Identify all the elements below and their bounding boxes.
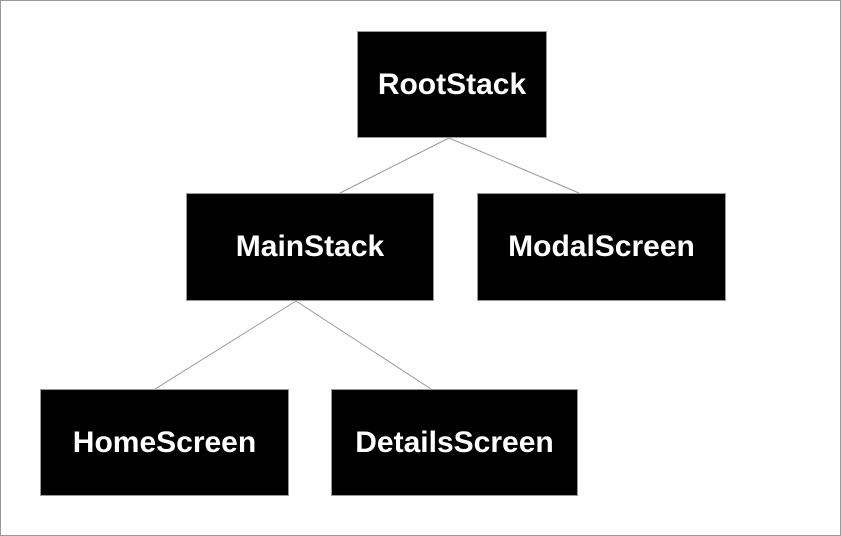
edge-rootstack-mainstack — [339, 137, 450, 194]
edge-mainstack-detailsscreen — [295, 300, 432, 390]
node-mainstack-label: MainStack — [235, 230, 385, 263]
node-modalscreen-label: ModalScreen — [508, 230, 695, 263]
node-detailsscreen-label: DetailsScreen — [355, 425, 554, 459]
node-modalscreen: ModalScreen — [477, 193, 726, 301]
edge-rootstack-modalscreen — [448, 137, 580, 194]
node-rootstack: RootStack — [357, 31, 547, 138]
node-homescreen-label: HomeScreen — [72, 425, 257, 459]
node-rootstack-label: RootStack — [377, 67, 527, 101]
edge-mainstack-homescreen — [154, 300, 297, 390]
node-detailsscreen: DetailsScreen — [331, 389, 578, 496]
node-homescreen: HomeScreen — [40, 389, 289, 496]
node-mainstack: MainStack — [186, 193, 434, 301]
